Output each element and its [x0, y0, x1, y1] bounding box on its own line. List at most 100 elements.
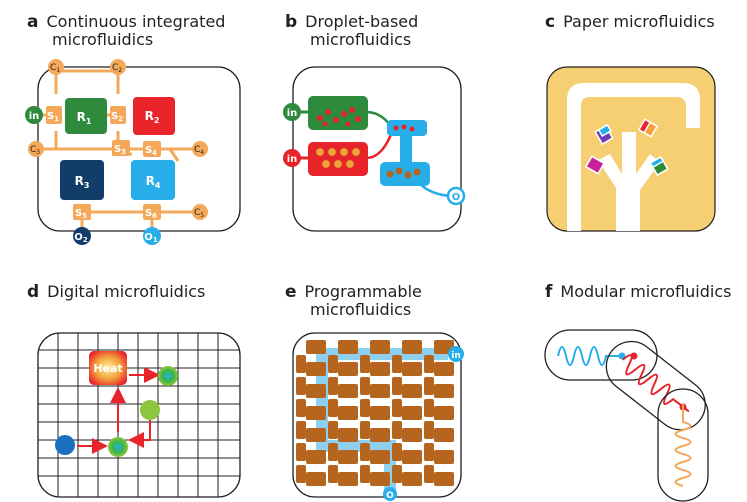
inlet-bottom-marker — [283, 149, 301, 167]
red-chamber — [308, 142, 368, 176]
valve-block — [370, 340, 390, 354]
valve-block — [306, 406, 326, 420]
valve-block — [370, 384, 390, 398]
valve-block — [402, 406, 422, 420]
heater-label: Heat — [93, 362, 122, 375]
panel-f-diagram — [544, 329, 709, 502]
valve-block — [402, 340, 422, 354]
switch-s5-label: S5 — [75, 208, 87, 220]
inlet-marker — [25, 106, 43, 124]
reactor-r1-label: R1 — [77, 110, 92, 126]
programmable-chip-outline — [292, 332, 462, 498]
switch-s4-label: S4 — [145, 145, 157, 157]
connector-c4 — [192, 141, 208, 157]
outlet-o1-label: O1 — [144, 232, 158, 244]
valve-block — [424, 355, 434, 373]
reactor-r4 — [131, 160, 175, 200]
connector-c1 — [48, 59, 64, 75]
valve-block — [434, 406, 454, 420]
switch-s2-label: S2 — [111, 111, 123, 123]
outlet-o1 — [143, 227, 161, 245]
valve-block — [306, 340, 326, 354]
valve-block — [434, 384, 454, 398]
valve-grid — [296, 340, 454, 486]
panel-a-title-line1: Continuous integrated — [46, 12, 226, 31]
valve-block — [296, 421, 306, 439]
panel-f-title: f Modular microfluidics — [545, 282, 732, 302]
connector-c2-label: C2 — [112, 63, 122, 74]
module-1 — [544, 329, 658, 381]
switch-s4 — [143, 141, 161, 157]
valve-block — [360, 355, 370, 373]
panel-e-title-line1: Programmable — [304, 282, 422, 301]
valve-block — [360, 377, 370, 395]
switch-s2 — [110, 106, 126, 124]
paper-tree-channel — [598, 132, 660, 231]
valve-block — [370, 428, 390, 442]
droplet-heated — [158, 366, 178, 386]
panel-c-diagram — [546, 66, 716, 232]
panel-a-title-line2: microfluidics — [52, 30, 154, 49]
panel-f-letter: f — [545, 282, 553, 302]
mixing-channel-top — [387, 120, 427, 136]
module-3 — [657, 388, 709, 502]
switch-s1 — [46, 106, 62, 124]
switch-s1-label: S1 — [47, 111, 59, 123]
inlet-top-marker — [283, 103, 301, 121]
module-2 — [605, 340, 706, 431]
valve-block — [328, 377, 338, 395]
valve-block — [338, 450, 358, 464]
blue-serpentine — [557, 346, 622, 366]
panel-a-letter: a — [27, 12, 39, 32]
panel-f-title-line1: Modular microfluidics — [560, 282, 732, 301]
connector-c1-label: C1 — [50, 63, 60, 74]
valve-block — [434, 472, 454, 486]
chip-outline-b — [292, 66, 462, 232]
valve-block — [392, 465, 402, 483]
valve-block — [328, 465, 338, 483]
valve-block — [402, 384, 422, 398]
valve-block — [434, 450, 454, 464]
valve-block — [402, 362, 422, 376]
electrode-array-outline — [37, 332, 241, 498]
valve-block — [328, 355, 338, 373]
panel-b-letter: b — [285, 12, 298, 32]
reactor-r2-label: R2 — [145, 109, 160, 125]
panel-d-diagram: Heat — [37, 332, 241, 498]
panel-c-title-line1: Paper microfluidics — [563, 12, 715, 31]
valve-block — [370, 450, 390, 464]
valve-block — [392, 355, 402, 373]
valve-block — [392, 443, 402, 461]
orange-serpentine — [674, 404, 692, 487]
panel-b-diagram: in in O — [283, 66, 466, 232]
valve-block — [402, 450, 422, 464]
valve-block — [338, 340, 358, 354]
connector-c3-label: C3 — [30, 145, 40, 156]
valve-block — [338, 428, 358, 442]
panel-a-title: a Continuous integrated microfluidics — [27, 13, 225, 49]
panel-e-letter: e — [285, 282, 297, 302]
switch-s6-label: S6 — [145, 208, 157, 220]
valve-block — [360, 399, 370, 417]
valve-block — [306, 450, 326, 464]
connector-c3 — [28, 141, 44, 157]
valve-block — [360, 465, 370, 483]
valve-block — [370, 472, 390, 486]
switch-s5 — [73, 204, 91, 220]
switch-s6 — [143, 204, 161, 220]
outlet-marker-e — [383, 487, 397, 501]
reactor-r3 — [60, 160, 104, 200]
panel-e-diagram: in O — [292, 332, 464, 501]
droplet-path-arrows — [77, 367, 160, 454]
valve-block — [424, 443, 434, 461]
droplet-blue — [55, 435, 75, 455]
valve-block — [296, 465, 306, 483]
outlet-o2-label: O2 — [74, 232, 88, 244]
valve-block — [338, 472, 358, 486]
droplet-merged — [108, 437, 128, 457]
outlet-label: O — [452, 192, 461, 203]
valve-block — [402, 428, 422, 442]
